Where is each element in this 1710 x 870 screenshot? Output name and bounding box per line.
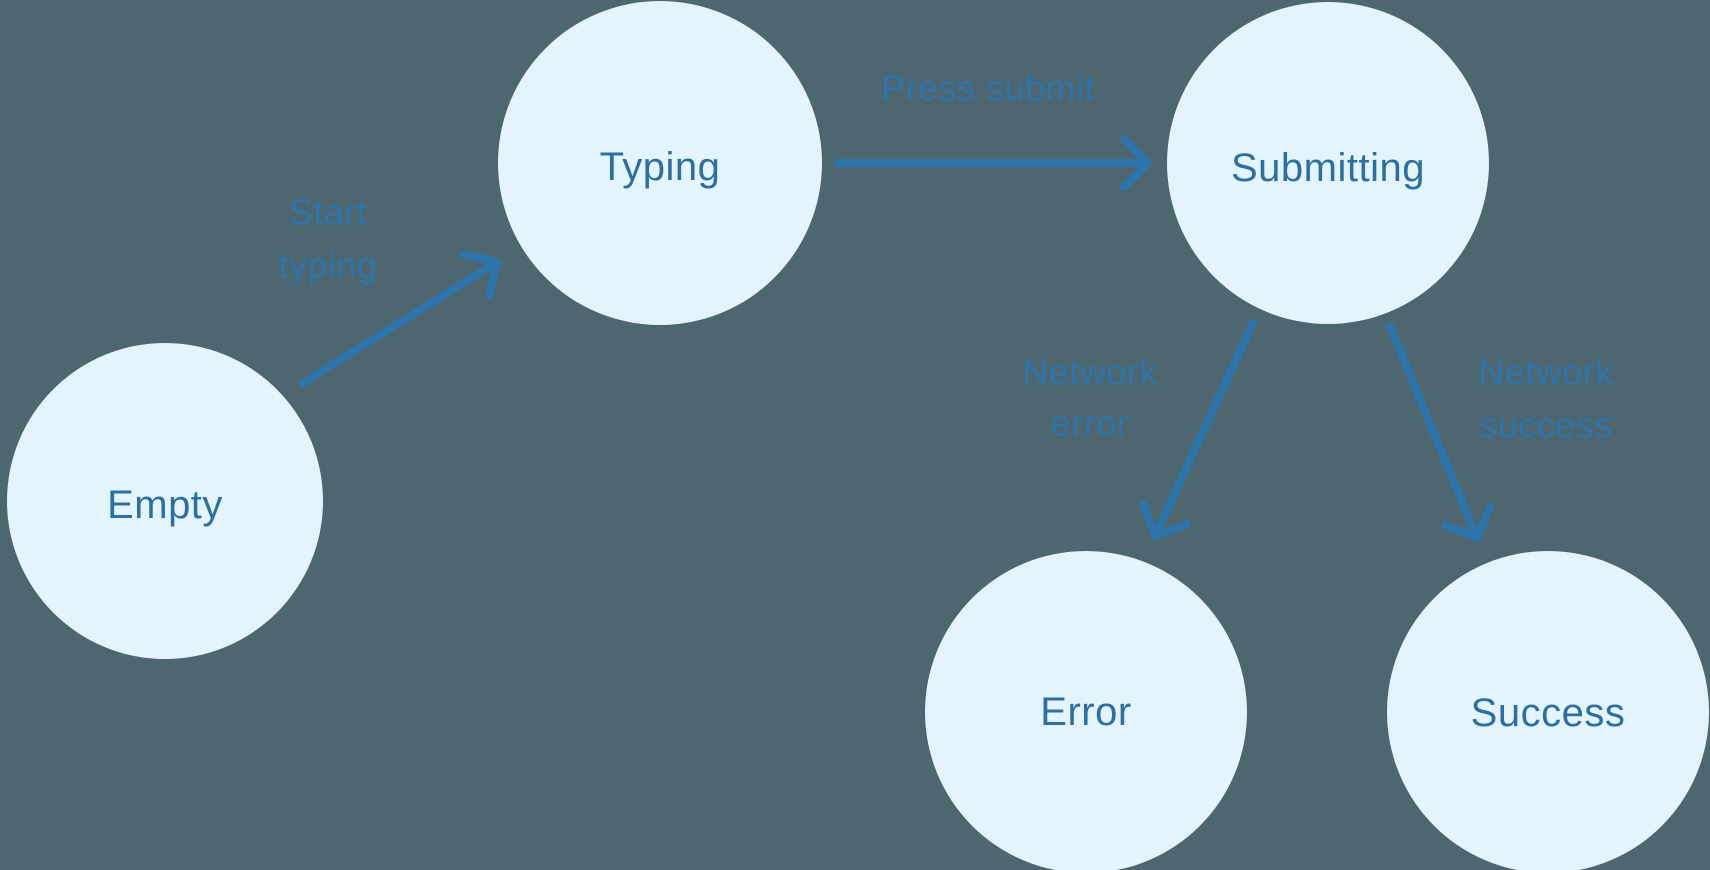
state-label-error: Error [1040,690,1131,734]
transition-label-empty-typing-line1: Start [289,192,368,233]
transition-arrow-submitting-error [1153,319,1257,536]
arrowhead-icon-empty-typing-lower [459,250,501,266]
transition-label-empty-typing-line2: typing [278,245,377,286]
transition-arrow-submitting-success [1386,322,1480,538]
arrowhead-icon-typing-submitting-upper [1119,159,1152,192]
transitions-layer [299,134,1495,542]
arrowhead-icon-submitting-success-upper [1441,520,1481,542]
transition-label-submitting-error-line2: error [1051,403,1130,444]
arrowhead-icon-submitting-error-lower [1151,520,1191,540]
transition-label-submitting-success-line1: Network [1478,352,1614,393]
arrowhead-icon-typing-submitting-lower [1119,134,1152,167]
state-node-submitting [1167,2,1489,324]
transition-label-submitting-success-line2: success [1479,405,1613,446]
state-label-empty: Empty [107,483,223,527]
state-node-error [925,551,1247,870]
state-node-typing [498,1,822,325]
state-node-empty [7,343,323,659]
arrowhead-icon-submitting-success-lower [1473,502,1495,542]
state-label-success: Success [1471,691,1626,735]
transition-label-submitting-error-line1: Network [1022,352,1158,393]
arrowhead-icon-submitting-error-upper [1139,500,1159,540]
state-label-submitting: Submitting [1231,146,1425,190]
state-label-typing: Typing [600,145,721,189]
transition-arrow-empty-typing [299,260,497,387]
transition-label-typing-submitting-line1: Press submit [881,68,1095,109]
state-node-success [1387,551,1709,870]
arrowhead-icon-empty-typing-upper [485,258,501,300]
